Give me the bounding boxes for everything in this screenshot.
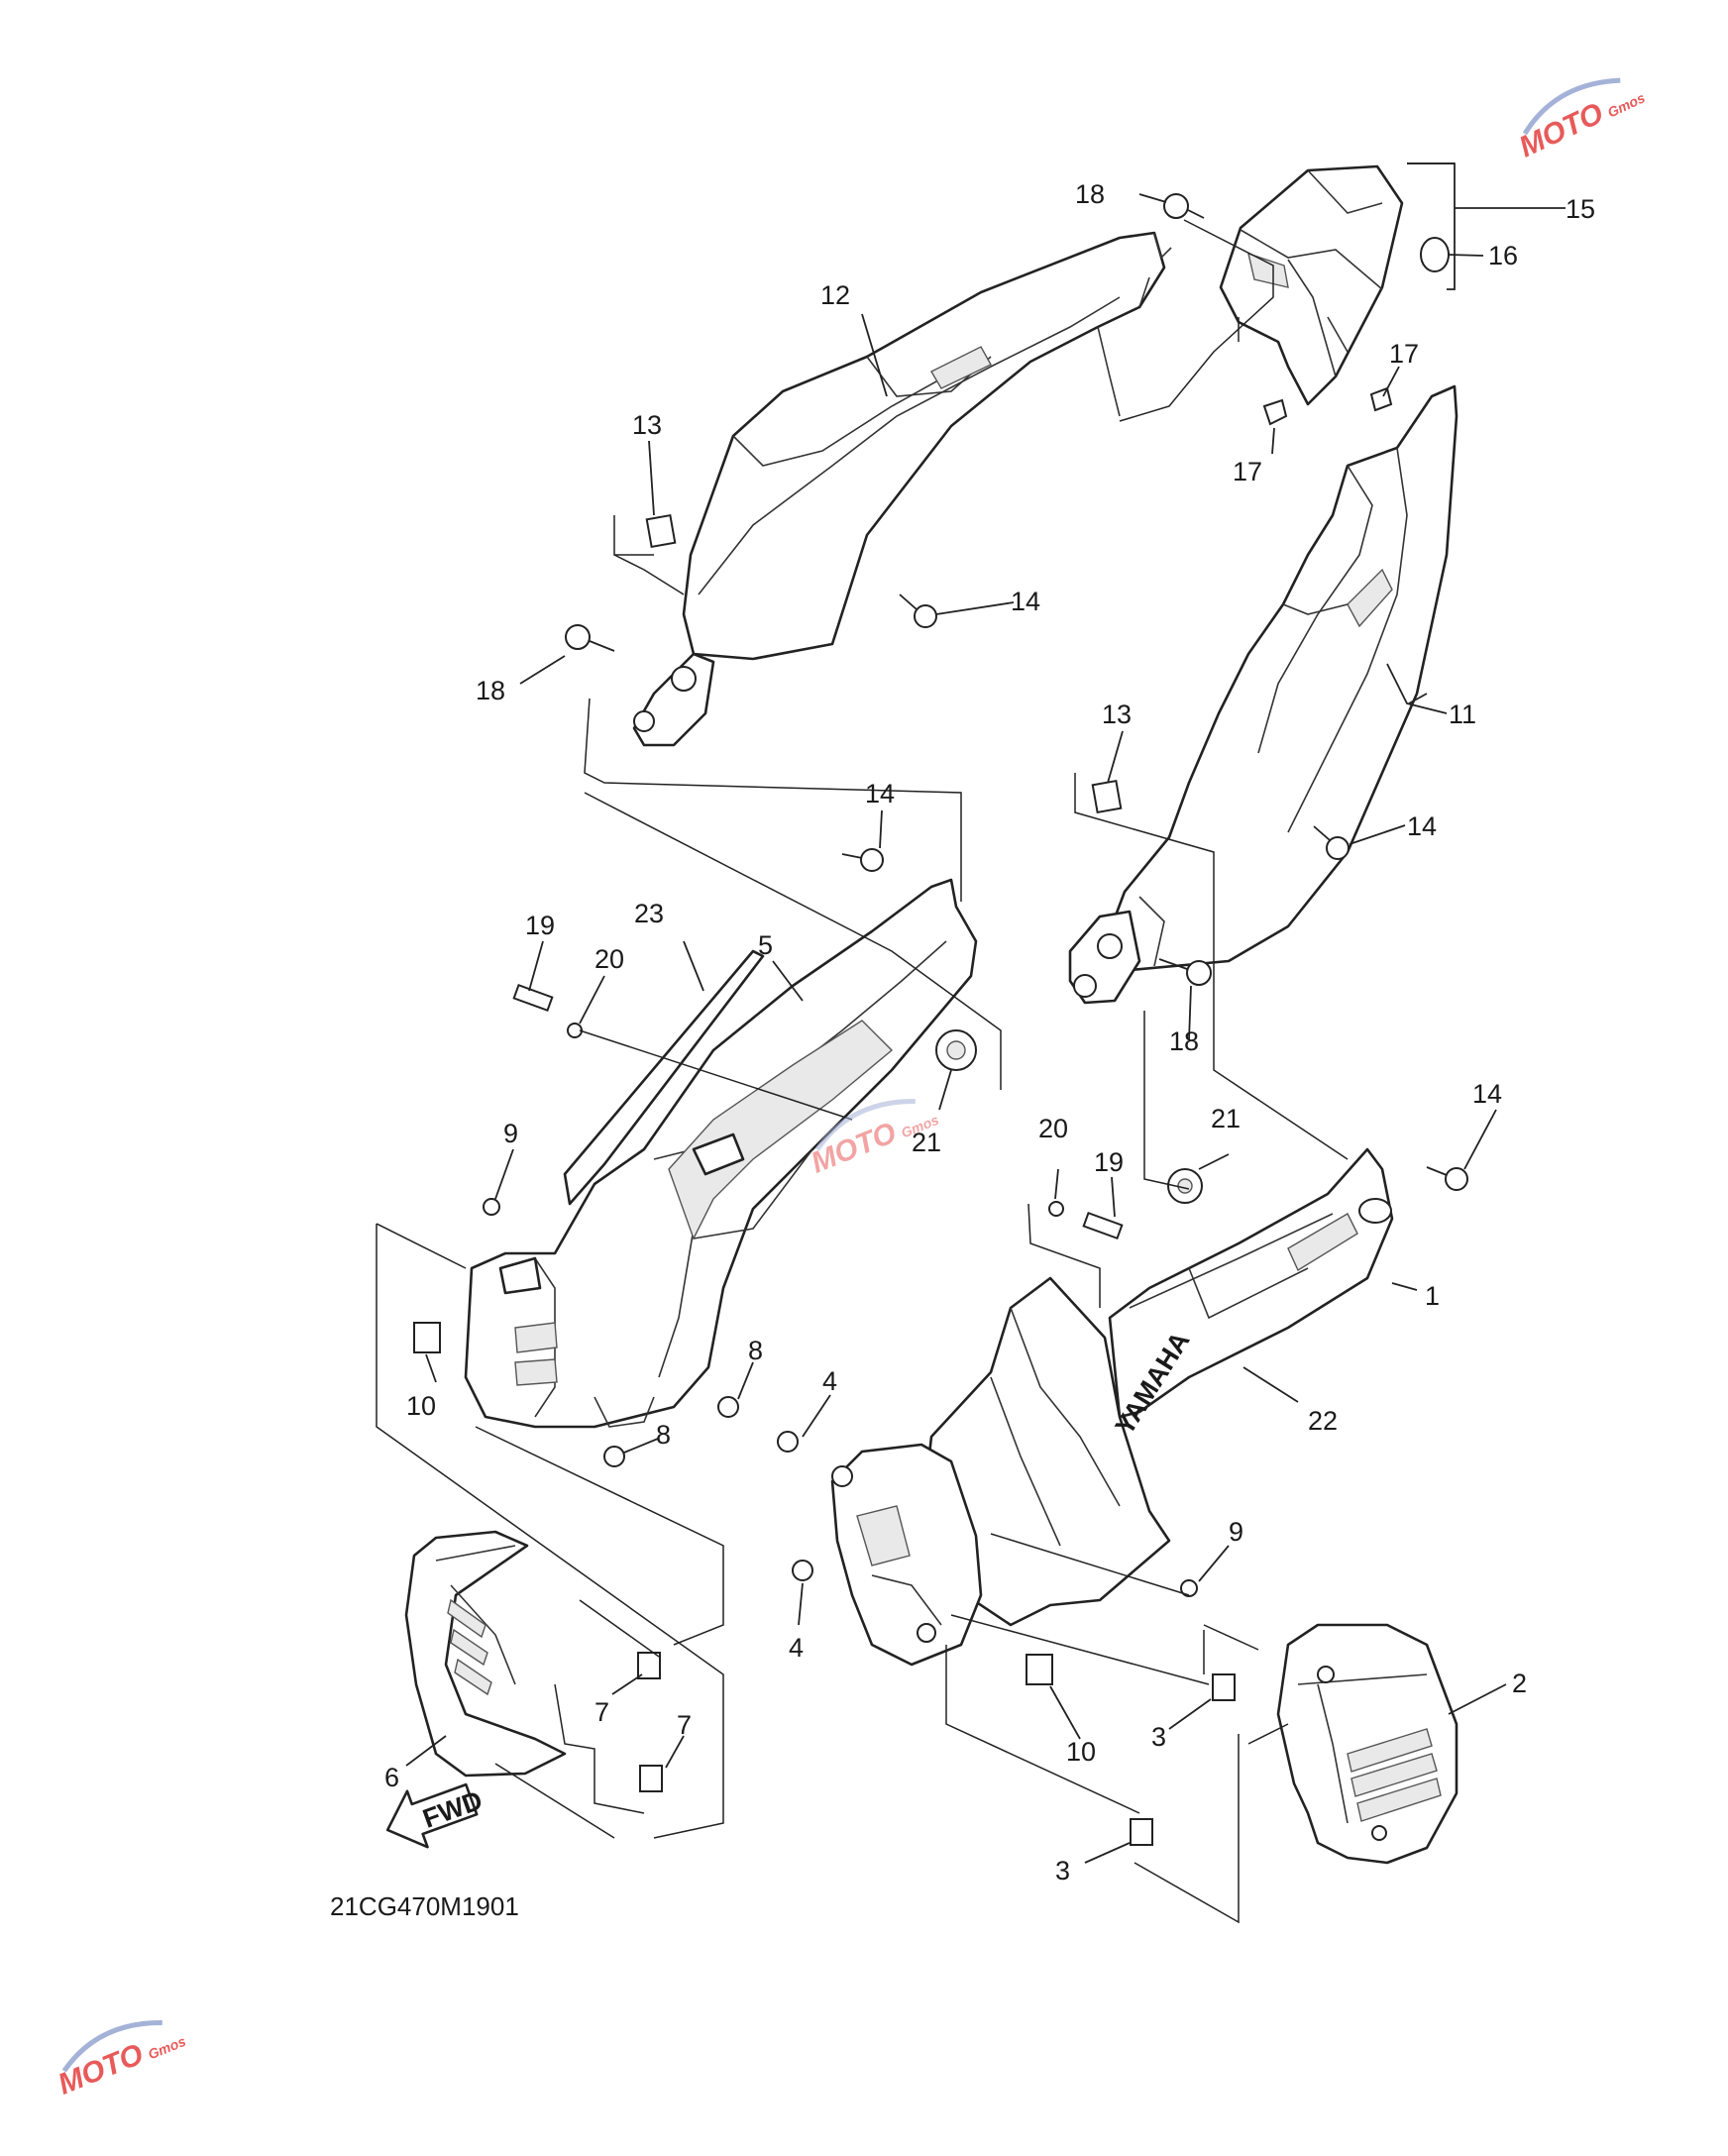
part-6-front-panel	[404, 1530, 567, 1778]
callout-17: 17	[1389, 339, 1419, 369]
part-2-lower-right-cover	[1276, 1623, 1458, 1865]
callout-13: 13	[1102, 700, 1132, 729]
callout-22: 22	[1308, 1406, 1338, 1436]
callout-19: 19	[1094, 1147, 1124, 1177]
callout-6: 6	[384, 1763, 399, 1792]
callout-21: 21	[1211, 1104, 1241, 1133]
watermark-text: MOTO	[1514, 97, 1608, 164]
callout-14: 14	[1407, 811, 1437, 841]
callout-14: 14	[1011, 587, 1040, 616]
callout-15: 15	[1566, 194, 1595, 224]
assembly-lines	[376, 219, 1349, 1924]
callout-18: 18	[1075, 179, 1105, 209]
callout-16: 16	[1488, 241, 1518, 270]
callout-23: 23	[634, 899, 664, 928]
callout-numbers: 18 15 16 12 17 17 13 14 18 11 13 14 14 1…	[384, 179, 1595, 1886]
part-11-right-rear-cover	[1068, 384, 1458, 1005]
callout-11: 11	[1449, 700, 1476, 729]
callout-10: 10	[406, 1391, 436, 1421]
fasteners	[413, 193, 1468, 1846]
callout-8: 8	[656, 1420, 671, 1450]
watermark-top-right: MOTO Gmos	[1514, 77, 1648, 164]
callout-2: 2	[1512, 1669, 1527, 1698]
callout-8: 8	[748, 1336, 763, 1365]
callout-5: 5	[758, 930, 773, 960]
callout-20: 20	[594, 944, 624, 974]
part-1-right-side-cover: YAMAHA	[830, 1147, 1394, 1667]
callout-18: 18	[1169, 1026, 1199, 1056]
watermark-sub: Gmos	[146, 2033, 188, 2063]
watermark-text: MOTO	[54, 2038, 148, 2102]
callout-4: 4	[822, 1366, 837, 1396]
part-16-grommet	[1420, 237, 1450, 272]
callout-3: 3	[1055, 1856, 1070, 1886]
callout-17: 17	[1233, 457, 1262, 486]
callout-18: 18	[476, 676, 505, 705]
diagram-code: 21CG470M1901	[330, 1891, 519, 1921]
callout-21: 21	[912, 1128, 941, 1157]
watermark-bottom-left: MOTO Gmos	[54, 2020, 188, 2102]
callout-10: 10	[1066, 1737, 1096, 1767]
callout-9: 9	[1229, 1517, 1243, 1547]
part-12-left-rear-cover	[632, 231, 1172, 747]
callout-4: 4	[789, 1633, 804, 1663]
callout-14: 14	[865, 779, 895, 808]
callout-14: 14	[1472, 1079, 1502, 1109]
callout-9: 9	[503, 1119, 518, 1148]
callout-7: 7	[677, 1710, 692, 1740]
callout-20: 20	[1038, 1114, 1068, 1143]
callout-3: 3	[1151, 1722, 1166, 1752]
callout-13: 13	[632, 410, 662, 440]
callout-1: 1	[1425, 1281, 1440, 1311]
part-23-tape	[563, 949, 765, 1206]
part-15-tail-cover	[1219, 164, 1404, 406]
callout-19: 19	[525, 911, 555, 940]
watermark-sub: Gmos	[1605, 89, 1648, 120]
callout-12: 12	[820, 280, 850, 310]
leader-lines	[405, 162, 1566, 1864]
part-5-left-side-cover	[464, 878, 978, 1429]
callout-7: 7	[594, 1697, 609, 1727]
